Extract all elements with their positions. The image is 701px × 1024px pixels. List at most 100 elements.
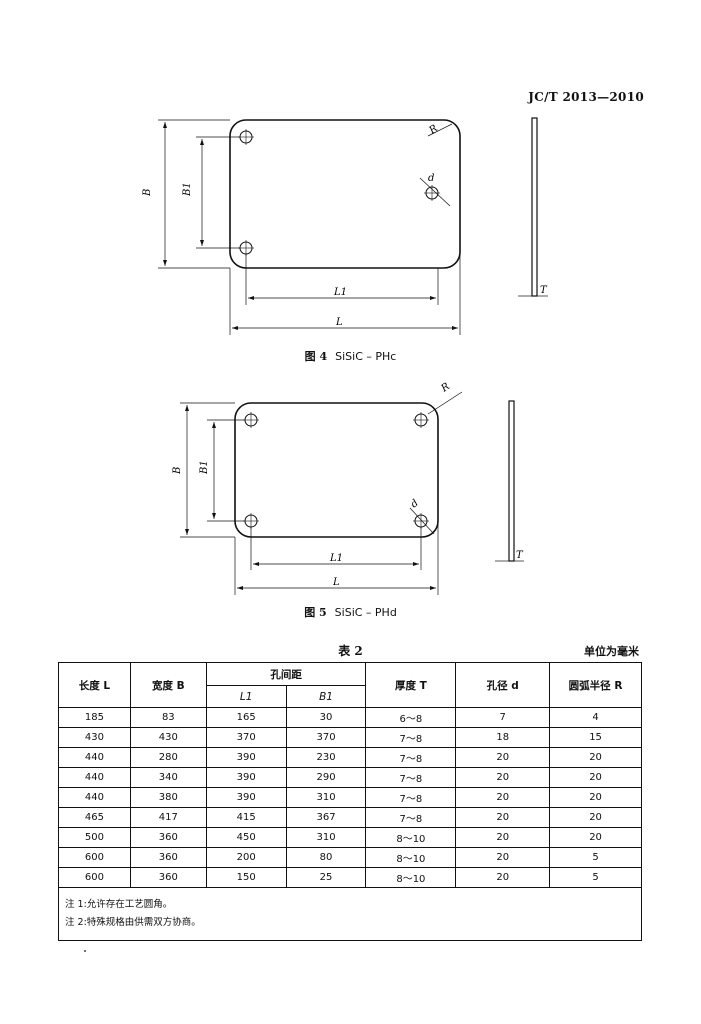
dim-label-B: B	[142, 189, 153, 197]
cell-hole-diameter: 20	[455, 787, 551, 808]
dim-label-L1: L1	[329, 553, 343, 564]
cell-B1: 290	[285, 767, 367, 788]
cell-hole-diameter: 20	[455, 767, 551, 788]
figure-4-title: SiSiC – PHc	[335, 350, 397, 363]
cell-B1: 230	[285, 747, 367, 768]
cell-L1: 200	[205, 847, 287, 868]
header-width: 宽度 B	[129, 662, 207, 708]
scan-speck	[84, 950, 86, 952]
cell-B1: 80	[285, 847, 367, 868]
header-length: 长度 L	[58, 662, 131, 708]
cell-length: 185	[58, 707, 131, 728]
cell-length: 440	[58, 767, 131, 788]
figure-5-title: SiSiC – PHd	[334, 606, 397, 619]
table-row: 600 360 200 80 8～10 20 5	[58, 847, 642, 868]
cell-radius: 20	[549, 747, 642, 768]
cell-width: 380	[129, 787, 207, 808]
cell-radius: 20	[549, 787, 642, 808]
cell-length: 600	[58, 847, 131, 868]
header-L1: L1	[205, 685, 287, 708]
table-row: 465 417 415 367 7～8 20 20	[58, 807, 642, 828]
side-view-plate	[531, 117, 538, 297]
cell-radius: 15	[549, 727, 642, 748]
table-notes: 注 1:允许存在工艺圆角。 注 2:特殊规格由供需双方协商。	[58, 887, 642, 941]
cell-length: 430	[58, 727, 131, 748]
cell-width: 430	[129, 727, 207, 748]
cell-L1: 450	[205, 827, 287, 848]
dim-label-L1: L1	[333, 287, 347, 298]
cell-radius: 20	[549, 767, 642, 788]
cell-radius: 4	[549, 707, 642, 728]
cell-hole-diameter: 20	[455, 867, 551, 888]
table-row: 500 360 450 310 8～10 20 20	[58, 827, 642, 848]
table-title: 表 2	[338, 644, 363, 658]
figure-4-drawing: B B1 L1 L R d T	[142, 117, 548, 335]
spec-table: 长度 L 宽度 B 孔间距 厚度 T 孔径 d 圆弧半径 R L1 B1 185…	[58, 662, 642, 941]
cell-thickness: 7～8	[365, 787, 457, 808]
cell-width: 360	[129, 827, 207, 848]
cell-B1: 25	[285, 867, 367, 888]
header-hole-spacing: 孔间距	[205, 662, 367, 686]
cell-length: 500	[58, 827, 131, 848]
cell-radius: 20	[549, 827, 642, 848]
cell-hole-diameter: 20	[455, 747, 551, 768]
cell-thickness: 8～10	[365, 847, 457, 868]
cell-L1: 390	[205, 747, 287, 768]
cell-B1: 370	[285, 727, 367, 748]
dim-label-B: B	[172, 467, 183, 475]
cell-B1: 367	[285, 807, 367, 828]
header-B1: B1	[285, 685, 367, 708]
figure-5-drawing: B B1 L1 L R d T	[172, 381, 524, 595]
cell-thickness: 8～10	[365, 867, 457, 888]
dim-label-d: d	[428, 173, 434, 184]
cell-radius: 5	[549, 867, 642, 888]
cell-length: 600	[58, 867, 131, 888]
cell-thickness: 7～8	[365, 767, 457, 788]
cell-thickness: 7～8	[365, 727, 457, 748]
table-row: 440 340 390 290 7～8 20 20	[58, 767, 642, 788]
header-hole-diameter: 孔径 d	[455, 662, 551, 708]
cell-L1: 390	[205, 787, 287, 808]
cell-B1: 30	[285, 707, 367, 728]
cell-L1: 370	[205, 727, 287, 748]
table-unit: 单位为毫米	[584, 645, 639, 658]
table-row: 430 430 370 370 7～8 18 15	[58, 727, 642, 748]
cell-L1: 150	[205, 867, 287, 888]
cell-L1: 390	[205, 767, 287, 788]
cell-width: 340	[129, 767, 207, 788]
standard-code: JC/T 2013—2010	[528, 90, 644, 104]
cell-thickness: 8～10	[365, 827, 457, 848]
table-note-2: 注 2:特殊规格由供需双方协商。	[65, 917, 201, 928]
plate-outline	[229, 119, 461, 269]
cell-length: 440	[58, 787, 131, 808]
cell-length: 465	[58, 807, 131, 828]
figure-4-number: 图 4	[304, 350, 328, 363]
table-row: 600 360 150 25 8～10 20 5	[58, 867, 642, 888]
table-row: 440 380 390 310 7～8 20 20	[58, 787, 642, 808]
cell-thickness: 7～8	[365, 747, 457, 768]
header-radius: 圆弧半径 R	[549, 662, 642, 708]
table-note-1: 注 1:允许存在工艺圆角。	[65, 899, 173, 910]
cell-hole-diameter: 18	[455, 727, 551, 748]
cell-width: 360	[129, 867, 207, 888]
figure-4-caption: 图 4 SiSiC – PHc	[0, 348, 701, 364]
dim-label-T: T	[540, 285, 548, 296]
header-thickness: 厚度 T	[365, 662, 457, 708]
table-row: 185 83 165 30 6～8 7 4	[58, 707, 642, 728]
dim-label-R: R	[427, 123, 441, 137]
cell-width: 360	[129, 847, 207, 868]
plate-outline	[234, 402, 439, 538]
table-notes-row: 注 1:允许存在工艺圆角。 注 2:特殊规格由供需双方协商。	[58, 887, 642, 941]
dim-label-L: L	[335, 317, 343, 328]
cell-width: 83	[129, 707, 207, 728]
cell-radius: 5	[549, 847, 642, 868]
cell-length: 440	[58, 747, 131, 768]
dim-label-T: T	[516, 550, 524, 561]
cell-thickness: 6～8	[365, 707, 457, 728]
cell-B1: 310	[285, 787, 367, 808]
cell-L1: 165	[205, 707, 287, 728]
cell-width: 280	[129, 747, 207, 768]
cell-B1: 310	[285, 827, 367, 848]
cell-hole-diameter: 20	[455, 827, 551, 848]
